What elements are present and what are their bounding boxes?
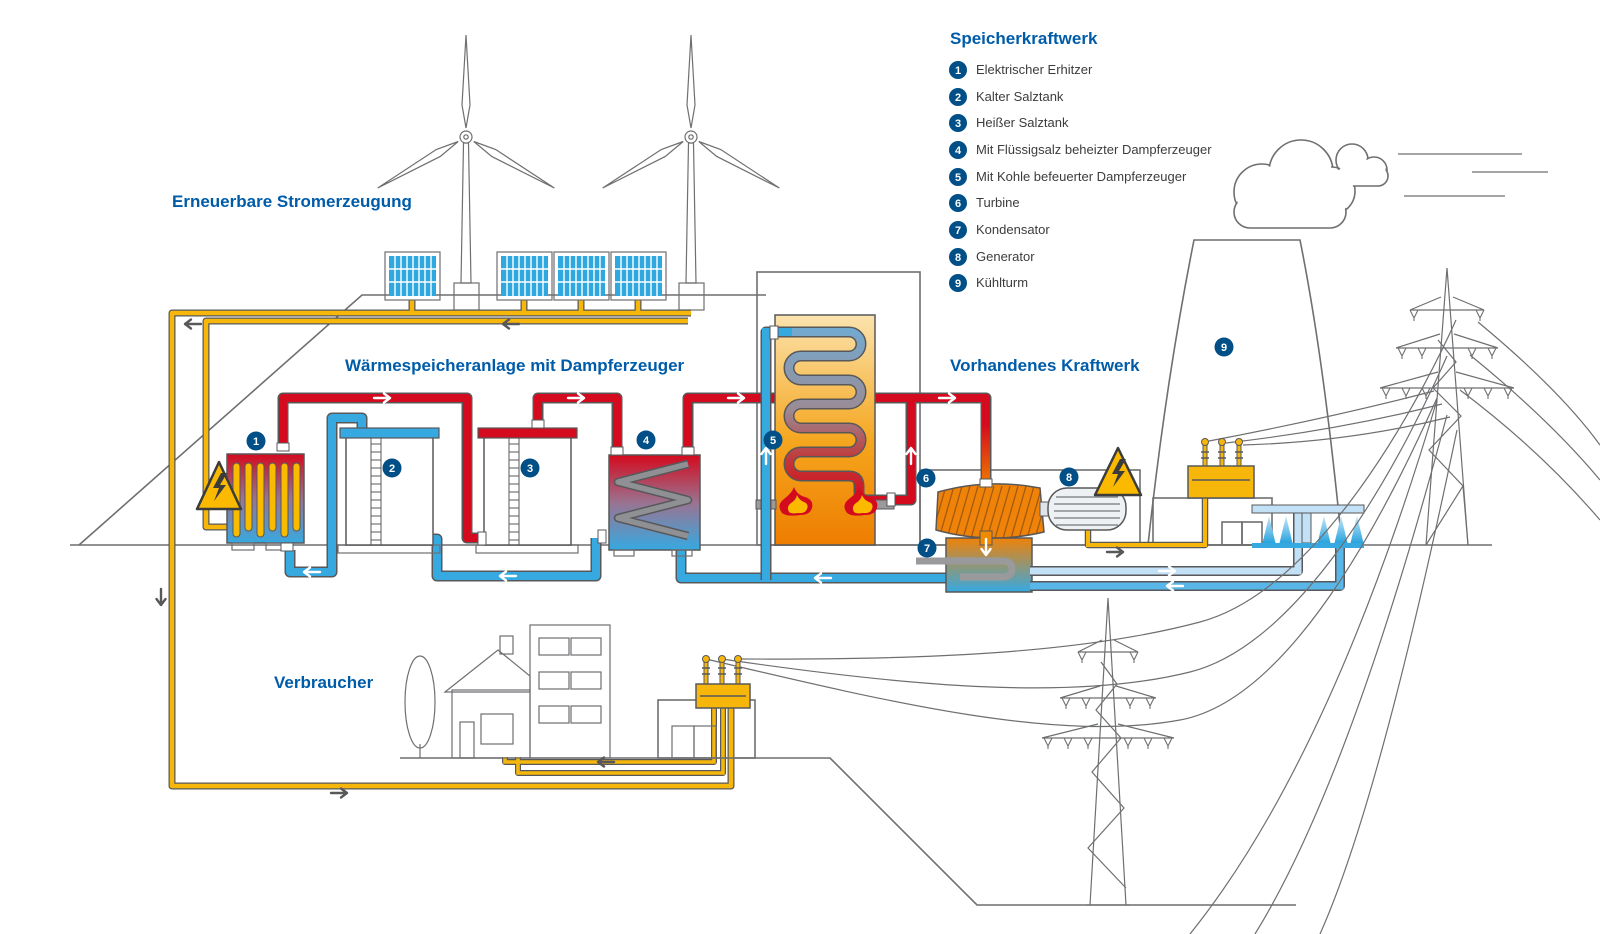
svg-text:Turbine: Turbine xyxy=(976,195,1020,210)
badge-2: 2 xyxy=(382,458,402,478)
svg-text:3: 3 xyxy=(955,118,961,130)
label-storage: Wärmespeicheranlage mit Dampferzeuger xyxy=(345,356,685,375)
legend: Speicherkraftwerk 1 Elektrischer Erhitzer… xyxy=(949,29,1212,292)
house xyxy=(443,635,531,759)
wind-turbine xyxy=(602,34,780,311)
svg-text:5: 5 xyxy=(955,172,961,184)
svg-text:4: 4 xyxy=(643,435,650,447)
badge-8: 8 xyxy=(1059,467,1079,487)
svg-text:Heißer Salztank: Heißer Salztank xyxy=(976,115,1069,130)
distribution-transformer xyxy=(657,655,756,759)
svg-text:4: 4 xyxy=(955,145,962,157)
power-pylon xyxy=(1379,267,1515,546)
plant-building-windows xyxy=(1221,521,1263,546)
power-pylon xyxy=(1041,597,1175,906)
step-up-transformer xyxy=(1187,438,1255,499)
steam-clouds xyxy=(1233,139,1389,229)
consumers xyxy=(404,624,611,759)
svg-text:8: 8 xyxy=(1066,472,1072,484)
svg-text:Elektrischer Erhitzer: Elektrischer Erhitzer xyxy=(976,62,1093,77)
condenser xyxy=(916,537,1033,593)
svg-text:6: 6 xyxy=(955,198,961,210)
cooling-tower-sprays xyxy=(1251,504,1365,548)
svg-text:1: 1 xyxy=(253,436,259,448)
badge-5: 5 xyxy=(763,430,783,450)
svg-text:Generator: Generator xyxy=(976,249,1035,264)
legend-row: 9 Kühlturm xyxy=(949,274,1028,292)
label-renewables: Erneuerbare Stromerzeugung xyxy=(172,192,412,211)
svg-text:1: 1 xyxy=(955,65,961,77)
badge-7: 7 xyxy=(917,538,937,558)
cold-salt-tank xyxy=(337,427,441,554)
svg-text:9: 9 xyxy=(1221,342,1227,354)
legend-row: 3 Heißer Salztank xyxy=(949,114,1069,132)
cold-salt-pipes xyxy=(284,412,946,584)
svg-text:6: 6 xyxy=(923,473,929,485)
svg-text:8: 8 xyxy=(955,252,961,264)
svg-text:Kalter Salztank: Kalter Salztank xyxy=(976,89,1064,104)
svg-text:2: 2 xyxy=(955,92,961,104)
cooling-water-pipes xyxy=(1030,512,1345,591)
label-consumers: Verbraucher xyxy=(274,673,374,692)
legend-title: Speicherkraftwerk xyxy=(950,29,1098,48)
cooling-tower-shell xyxy=(1147,239,1343,546)
salt-steam-generator xyxy=(597,446,701,557)
svg-text:Mit Flüssigsalz beheizter Damp: Mit Flüssigsalz beheizter Dampferzeuger xyxy=(976,142,1212,157)
badge-4: 4 xyxy=(636,430,656,450)
high-voltage-warning-icon xyxy=(1093,446,1143,497)
svg-text:Mit Kohle befeuerter Dampferze: Mit Kohle befeuerter Dampferzeuger xyxy=(976,169,1187,184)
apartment-building xyxy=(529,624,611,759)
badge-9: 9 xyxy=(1214,337,1234,357)
consumer-ground-line xyxy=(400,757,1296,906)
legend-row: 2 Kalter Salztank xyxy=(949,88,1064,106)
badge-1: 1 xyxy=(246,431,266,451)
legend-row: 4 Mit Flüssigsalz beheizter Dampferzeuger xyxy=(949,141,1212,159)
cooling-tower xyxy=(1147,239,1343,546)
diagram-badges: 1 2 3 4 5 6 7 8 9 xyxy=(246,337,1234,558)
steam-turbine xyxy=(935,478,1045,546)
svg-text:5: 5 xyxy=(770,435,776,447)
label-existing-plant: Vorhandenes Kraftwerk xyxy=(950,356,1140,375)
svg-text:Kühlturm: Kühlturm xyxy=(976,275,1028,290)
coal-steam-generator xyxy=(755,314,895,546)
legend-row: 8 Generator xyxy=(949,248,1035,266)
legend-row: 6 Turbine xyxy=(949,194,1020,212)
solar-panel xyxy=(384,251,667,301)
svg-text:3: 3 xyxy=(527,463,533,475)
wind-turbine xyxy=(377,34,555,311)
tree xyxy=(404,655,436,749)
svg-text:Kondensator: Kondensator xyxy=(976,222,1050,237)
badge-3: 3 xyxy=(520,458,540,478)
svg-text:7: 7 xyxy=(955,225,961,237)
apartment-windows xyxy=(538,637,602,724)
wind-lines xyxy=(1398,153,1548,197)
legend-row: 1 Elektrischer Erhitzer xyxy=(949,61,1093,79)
generator xyxy=(1039,487,1209,549)
svg-text:2: 2 xyxy=(389,463,395,475)
svg-text:9: 9 xyxy=(955,278,961,290)
svg-text:7: 7 xyxy=(924,543,930,555)
electric-heater xyxy=(226,442,305,552)
feedwater-riser xyxy=(760,325,896,580)
electricity-wires xyxy=(168,300,735,790)
legend-row: 5 Mit Kohle befeuerter Dampferzeuger xyxy=(949,168,1187,186)
badge-6: 6 xyxy=(916,468,936,488)
burner-flame-icon xyxy=(779,487,813,516)
high-voltage-warning-icon xyxy=(195,460,243,511)
hot-salt-tank xyxy=(475,419,579,554)
transmission-wires xyxy=(705,319,1600,934)
burner-flame-icon xyxy=(844,487,878,516)
legend-row: 7 Kondensator xyxy=(949,221,1050,239)
